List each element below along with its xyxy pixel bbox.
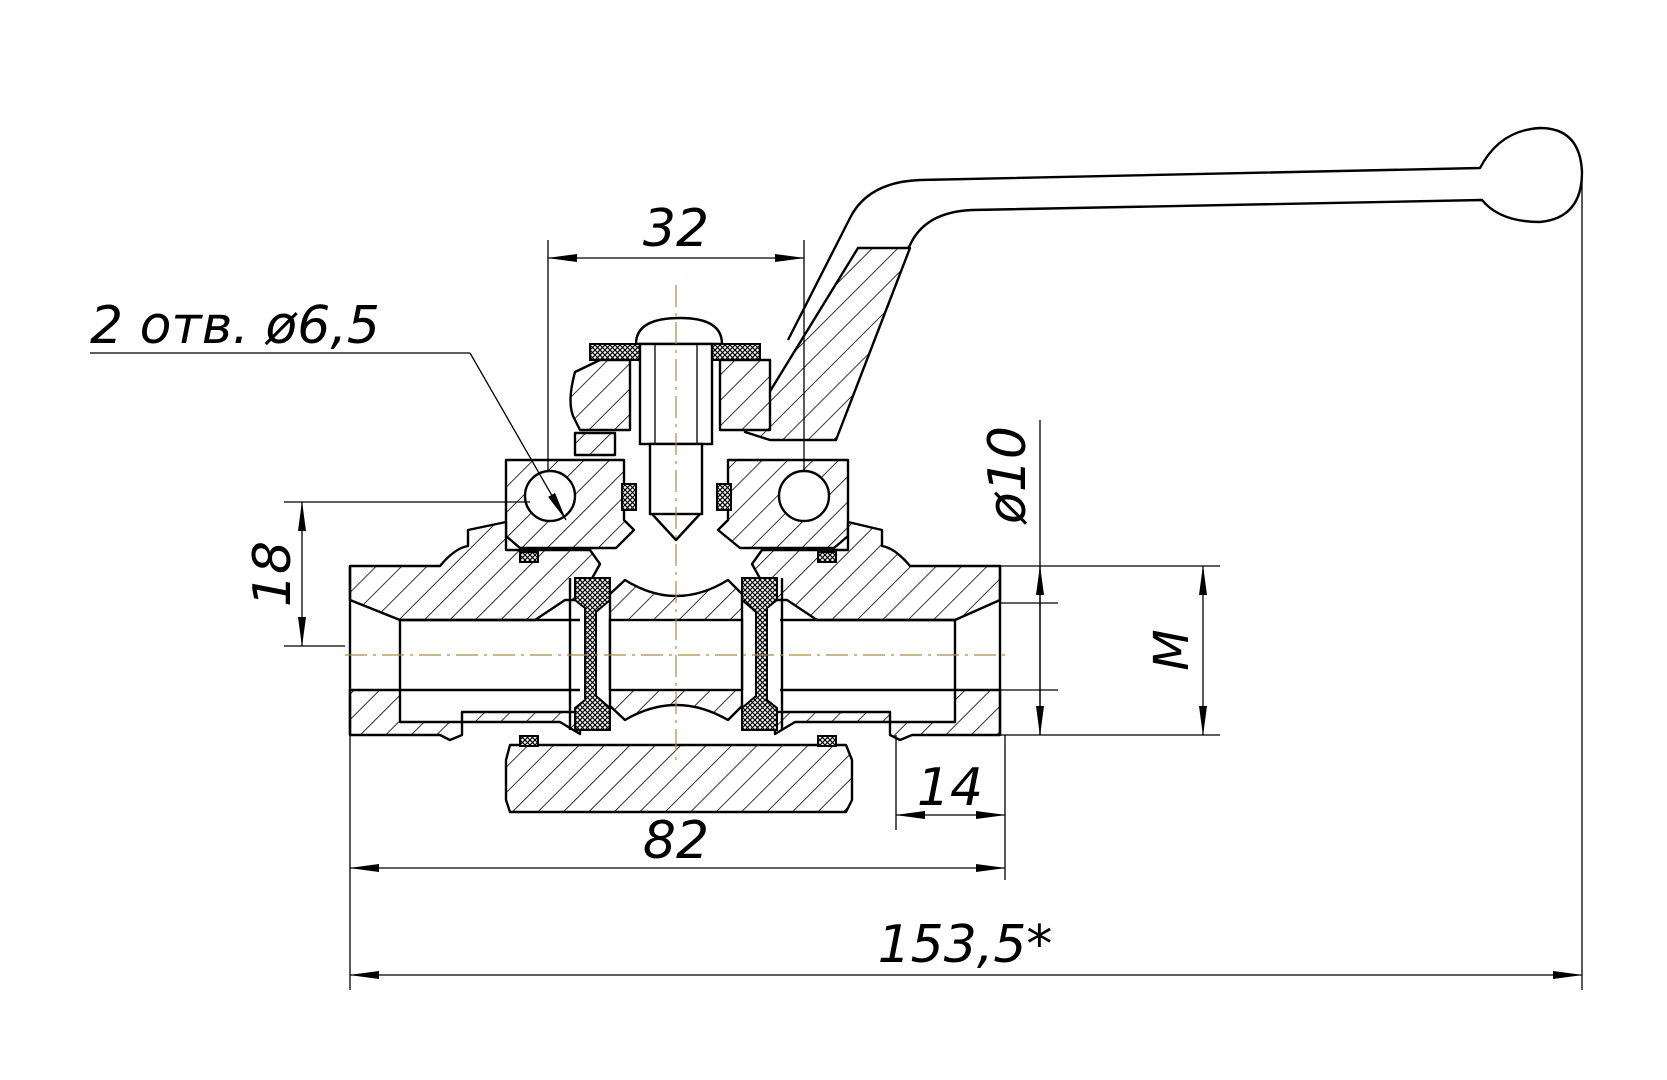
bolt-hole-left <box>523 469 577 523</box>
upper-flange <box>504 458 850 550</box>
bolt-hole-right <box>777 469 831 523</box>
dimension-dia10: ø10 <box>978 420 1060 736</box>
dim-14-label: 14 <box>917 758 983 818</box>
dim-dia10-label: ø10 <box>978 426 1038 525</box>
stem-assembly <box>569 316 772 542</box>
dimension-18: 18 <box>243 501 530 647</box>
dimension-153: 153,5* <box>349 172 1583 990</box>
dimension-14: 14 <box>895 735 1006 880</box>
dimension-82: 82 <box>349 735 1006 990</box>
dim-153-label: 153,5* <box>878 915 1053 975</box>
holes-leader: 2 отв. ø6,5 <box>90 296 567 521</box>
dimension-32: 32 <box>547 199 805 470</box>
dim-32-label: 32 <box>643 199 709 259</box>
dim-82-label: 82 <box>643 811 709 871</box>
holes-note-label: 2 отв. ø6,5 <box>90 296 380 356</box>
valve-body <box>348 520 1002 814</box>
lever-handle <box>743 126 1584 442</box>
dim-18-label: 18 <box>243 541 303 607</box>
dim-m-label: M <box>1144 629 1200 670</box>
center-lines <box>345 285 1010 760</box>
dimension-m: M <box>1000 565 1220 736</box>
